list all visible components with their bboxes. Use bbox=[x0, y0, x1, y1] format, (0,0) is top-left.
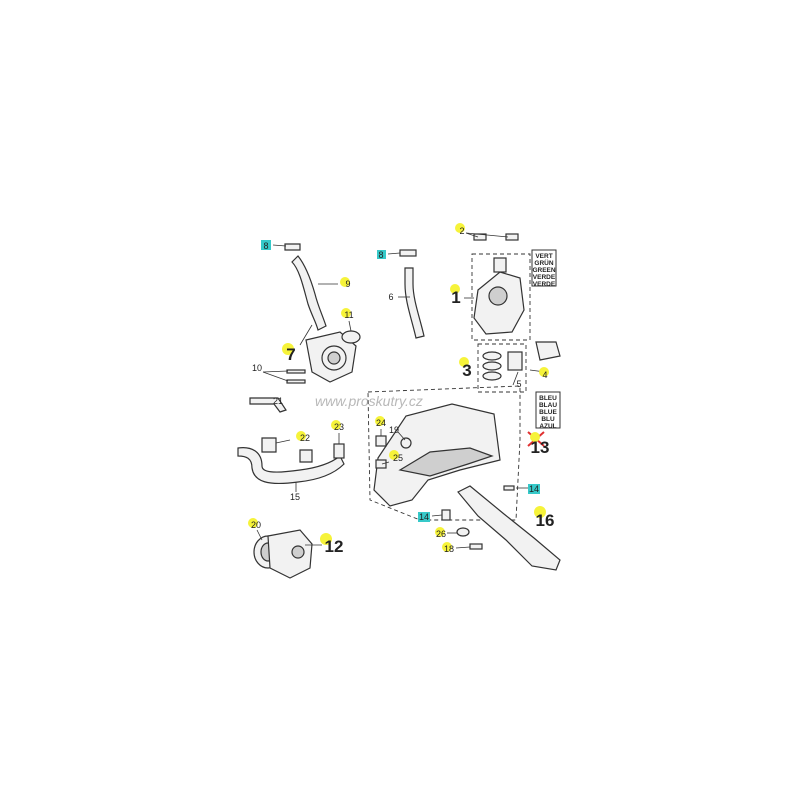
callout-7: 7 bbox=[282, 343, 296, 364]
callout-6: 6 bbox=[388, 292, 393, 302]
callout-11: 11 bbox=[341, 308, 354, 320]
pump-assembly-1-part bbox=[471, 253, 531, 341]
svg-text:7: 7 bbox=[286, 345, 295, 364]
svg-text:8: 8 bbox=[378, 250, 383, 260]
svg-text:4: 4 bbox=[542, 370, 547, 380]
callout-23: 23 bbox=[331, 420, 344, 432]
throttle-body-12-part bbox=[253, 529, 313, 579]
thermostat-housing-7-part bbox=[305, 331, 357, 383]
gasket-11-part bbox=[341, 330, 361, 344]
callout-9: 9 bbox=[340, 277, 351, 289]
color-blue-line-3: BLUE bbox=[539, 409, 557, 416]
bolts-2-part bbox=[473, 233, 519, 241]
screw-14a-part bbox=[503, 485, 515, 491]
tank-group-13-outline bbox=[367, 385, 521, 521]
svg-text:5: 5 bbox=[516, 379, 521, 389]
callout-21: 21 bbox=[273, 396, 283, 406]
callout-4: 4 bbox=[539, 367, 549, 380]
svg-text:15: 15 bbox=[290, 492, 300, 502]
callout-24: 24 bbox=[375, 416, 386, 428]
svg-text:14: 14 bbox=[529, 484, 539, 494]
svg-text:24: 24 bbox=[376, 418, 386, 428]
color-green-line-3: GREEN bbox=[532, 267, 555, 274]
hose-9-part bbox=[291, 255, 327, 331]
callout-14b: 14 bbox=[418, 512, 430, 522]
color-blue-line-2: BLAU bbox=[539, 402, 557, 409]
svg-text:20: 20 bbox=[251, 520, 261, 530]
callout-13: 13 bbox=[530, 432, 549, 457]
clamp-22-part bbox=[261, 437, 313, 463]
watermark-text: www.proskutry.cz bbox=[315, 393, 423, 409]
cap-4-part bbox=[535, 341, 561, 361]
svg-text:19: 19 bbox=[389, 425, 399, 435]
svg-text:25: 25 bbox=[393, 453, 403, 463]
svg-text:12: 12 bbox=[325, 537, 344, 556]
color-green-line-2: GRÜN bbox=[534, 258, 553, 267]
svg-text:16: 16 bbox=[536, 511, 555, 530]
color-label-blue: BLEU BLAU BLUE BLU AZUL bbox=[535, 391, 561, 430]
svg-text:11: 11 bbox=[344, 310, 353, 320]
screws-10-part bbox=[286, 369, 306, 384]
svg-text:1: 1 bbox=[451, 288, 460, 307]
hose-15-part bbox=[237, 447, 345, 485]
callout-22: 22 bbox=[296, 431, 310, 443]
svg-text:13: 13 bbox=[531, 438, 550, 457]
color-blue-line-5: AZUL bbox=[539, 423, 556, 430]
screw-18-part bbox=[469, 543, 483, 550]
color-green-line-5: VERDE bbox=[533, 281, 556, 288]
svg-text:22: 22 bbox=[300, 433, 310, 443]
callout-10: 10 bbox=[252, 363, 262, 373]
svg-text:21: 21 bbox=[273, 396, 283, 406]
callout-5: 5 bbox=[516, 379, 521, 389]
color-blue-line-1: BLEU bbox=[539, 395, 557, 402]
hose-clip-8a-part bbox=[284, 243, 301, 251]
callout-12: 12 bbox=[320, 533, 343, 556]
callout-8a: 8 bbox=[261, 240, 271, 251]
svg-text:26: 26 bbox=[436, 529, 446, 539]
hose-6-part bbox=[404, 267, 425, 339]
callout-18: 18 bbox=[442, 542, 454, 554]
callout-1: 1 bbox=[450, 284, 461, 307]
callout-19: 19 bbox=[389, 425, 399, 435]
color-blue-line-4: BLU bbox=[541, 416, 555, 423]
svg-text:8: 8 bbox=[263, 241, 268, 251]
seal-kit-3-part bbox=[477, 343, 527, 393]
svg-text:18: 18 bbox=[444, 544, 454, 554]
svg-text:23: 23 bbox=[334, 422, 344, 432]
bracket-21-part bbox=[249, 397, 287, 413]
callout-2: 2 bbox=[455, 223, 465, 236]
svg-text:3: 3 bbox=[462, 361, 471, 380]
color-green-line-4: VERDE bbox=[533, 274, 556, 281]
cover-16-part bbox=[457, 485, 561, 571]
callout-3: 3 bbox=[459, 357, 472, 380]
callout-26: 26 bbox=[435, 527, 446, 539]
callout-25: 25 bbox=[389, 450, 403, 463]
clip-8b-part bbox=[399, 249, 417, 257]
fitting-23-part bbox=[333, 443, 345, 459]
callout-20: 20 bbox=[248, 518, 261, 530]
svg-text:9: 9 bbox=[345, 279, 350, 289]
washer-26-part bbox=[456, 527, 470, 537]
screw-14b-part bbox=[441, 509, 451, 521]
svg-text:10: 10 bbox=[252, 363, 262, 373]
callout-8b: 8 bbox=[377, 250, 386, 260]
color-green-line-1: VERT bbox=[535, 253, 552, 260]
callout-16: 16 bbox=[534, 506, 554, 530]
callout-14a: 14 bbox=[528, 484, 540, 494]
callout-15: 15 bbox=[290, 492, 300, 502]
tank-13-part bbox=[373, 403, 501, 507]
svg-text:2: 2 bbox=[459, 226, 464, 236]
svg-text:14: 14 bbox=[419, 512, 429, 522]
svg-text:6: 6 bbox=[388, 292, 393, 302]
color-label-green: VERT GRÜN GREEN VERDE VERDE bbox=[531, 249, 557, 288]
